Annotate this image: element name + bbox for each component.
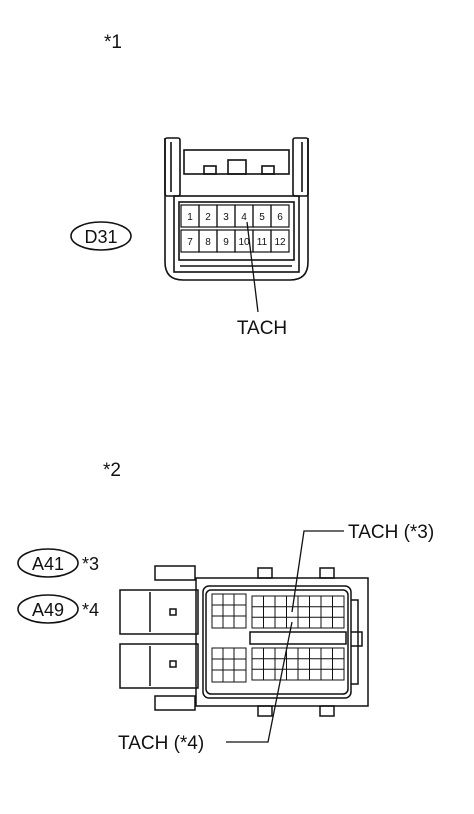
tach-label-d31: TACH bbox=[237, 318, 287, 339]
pin-11: 11 bbox=[257, 237, 268, 248]
pin-8: 8 bbox=[205, 237, 211, 248]
pin-2: 2 bbox=[205, 212, 211, 223]
pin-1: 1 bbox=[187, 212, 193, 223]
pin-5: 5 bbox=[259, 212, 265, 223]
connector-code-a49: A49 bbox=[32, 600, 64, 620]
pin-12: 12 bbox=[274, 237, 286, 248]
tach-leader-a41 bbox=[291, 530, 344, 613]
pin-7: 7 bbox=[187, 237, 193, 248]
tach-leader-a49 bbox=[226, 621, 293, 743]
pin-grid-a41-a49 bbox=[211, 593, 345, 683]
connector-code-badge-a41 bbox=[17, 548, 79, 578]
tach-label-a41: TACH (*3) bbox=[348, 522, 434, 543]
tach-label-a49: TACH (*4) bbox=[118, 733, 204, 754]
pin-10: 10 bbox=[238, 237, 250, 248]
connector-code-badge-a49 bbox=[17, 594, 79, 624]
connector-d31 bbox=[164, 137, 309, 281]
footnote-1: *1 bbox=[104, 32, 122, 53]
connector-code-badge-d31 bbox=[70, 221, 132, 251]
pin-grid-d31 bbox=[180, 204, 290, 253]
tach-leader-d31 bbox=[246, 221, 259, 313]
footnote-3: *3 bbox=[82, 554, 99, 574]
pin-3: 3 bbox=[223, 212, 229, 223]
pin-4: 4 bbox=[241, 212, 247, 223]
footnote-2: *2 bbox=[103, 460, 121, 481]
pin-9: 9 bbox=[223, 237, 229, 248]
connector-code-a41: A41 bbox=[32, 554, 64, 574]
connector-code-d31: D31 bbox=[84, 227, 117, 247]
connector-a41-a49 bbox=[119, 565, 369, 717]
pin-6: 6 bbox=[277, 212, 283, 223]
footnote-4: *4 bbox=[82, 600, 99, 620]
